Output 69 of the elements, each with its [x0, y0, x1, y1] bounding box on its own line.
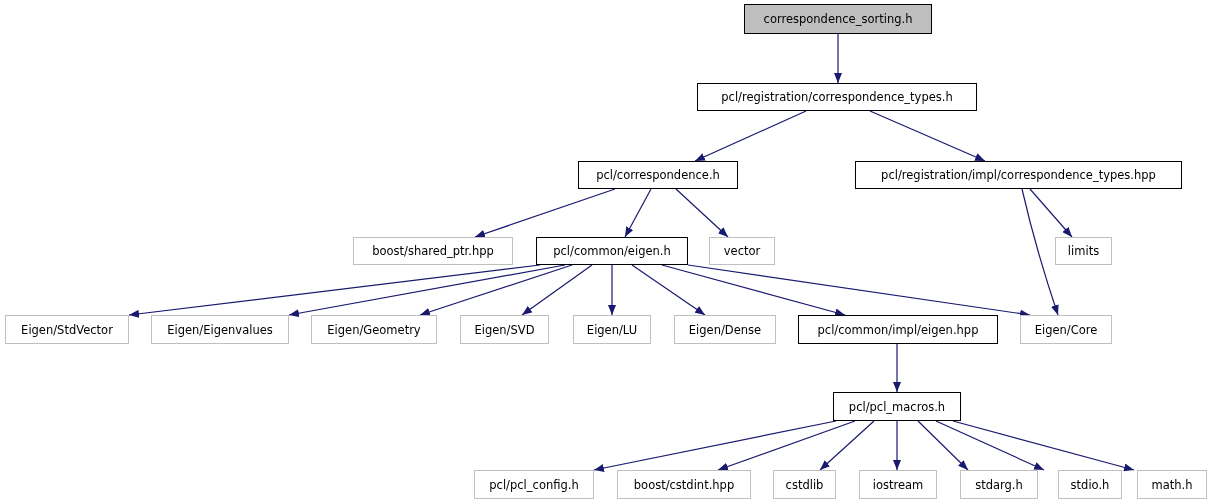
external-header-node	[1055, 237, 1112, 265]
file-name: iostream	[872, 477, 924, 492]
arrow	[1021, 188, 1059, 316]
arrow	[893, 343, 901, 393]
arrow	[675, 188, 729, 238]
file-name: Eigen/SVD	[474, 322, 535, 337]
file-name: stdarg.h	[975, 477, 1023, 492]
external-header-node	[709, 237, 775, 265]
file-name: correspondence_sorting.h	[763, 12, 913, 26]
file-name: math.h	[1151, 477, 1193, 492]
external-header-node	[1020, 315, 1112, 344]
arrow	[917, 420, 969, 471]
external-header-node	[353, 237, 513, 265]
file-name: Eigen/LU	[586, 322, 638, 337]
arrow	[834, 33, 842, 84]
file-name: pcl/registration/impl/correspondence_types.hpp	[881, 168, 1156, 182]
file-name: cstdlib	[785, 477, 824, 492]
file-name: Eigen/Core	[1034, 322, 1098, 337]
arrow	[819, 420, 875, 471]
file-name: stdio.h	[1070, 477, 1110, 492]
arrow	[694, 110, 807, 162]
arrow	[935, 420, 1045, 471]
arrow	[869, 110, 986, 162]
arrow	[521, 264, 593, 316]
external-header-node	[960, 470, 1038, 499]
file-name: pcl/correspondence.h	[596, 168, 720, 182]
header-file-node	[855, 161, 1182, 189]
file-name: pcl/pcl_macros.h	[848, 399, 946, 414]
arrow	[1029, 188, 1073, 238]
external-header-node	[474, 470, 594, 499]
external-header-node	[573, 315, 651, 344]
external-header-node	[674, 315, 776, 344]
arrow	[419, 264, 573, 316]
header-file-node	[536, 237, 688, 265]
external-header-node	[5, 315, 129, 344]
external-header-node	[1058, 470, 1122, 499]
highlighted-file-node	[744, 4, 932, 34]
file-name: vector	[723, 244, 761, 258]
arrow	[593, 420, 837, 472]
file-name: Eigen/StdVector	[21, 322, 113, 337]
external-header-node	[151, 315, 289, 344]
external-header-node	[311, 315, 437, 344]
arrow	[661, 264, 846, 317]
arrow	[893, 420, 901, 471]
file-name: pcl/pcl_config.h	[489, 477, 579, 492]
file-name: boost/shared_ptr.hpp	[372, 244, 494, 258]
arrow	[474, 188, 616, 238]
file-name: pcl/common/eigen.h	[553, 244, 671, 258]
external-header-node	[773, 470, 836, 499]
header-file-node	[833, 392, 961, 421]
external-header-node	[1137, 470, 1207, 499]
file-name: Eigen/Eigenvalues	[167, 322, 273, 337]
header-file-node	[798, 315, 998, 344]
arrow	[631, 264, 706, 316]
external-header-node	[617, 470, 751, 499]
file-name: boost/cstdint.hpp	[633, 477, 735, 492]
arrow	[608, 264, 616, 316]
header-file-node	[697, 83, 977, 111]
arrow	[624, 188, 652, 238]
header-file-node	[578, 161, 738, 189]
file-name: pcl/registration/correspondence_types.h	[721, 90, 953, 104]
arrow	[952, 420, 1135, 472]
external-header-node	[460, 315, 549, 344]
file-name: pcl/common/impl/eigen.hpp	[817, 322, 979, 337]
external-header-node	[859, 470, 937, 499]
file-name: Eigen/Dense	[688, 322, 762, 337]
file-name: limits	[1067, 244, 1100, 258]
arrow	[717, 420, 856, 471]
file-name: Eigen/Geometry	[327, 322, 421, 337]
